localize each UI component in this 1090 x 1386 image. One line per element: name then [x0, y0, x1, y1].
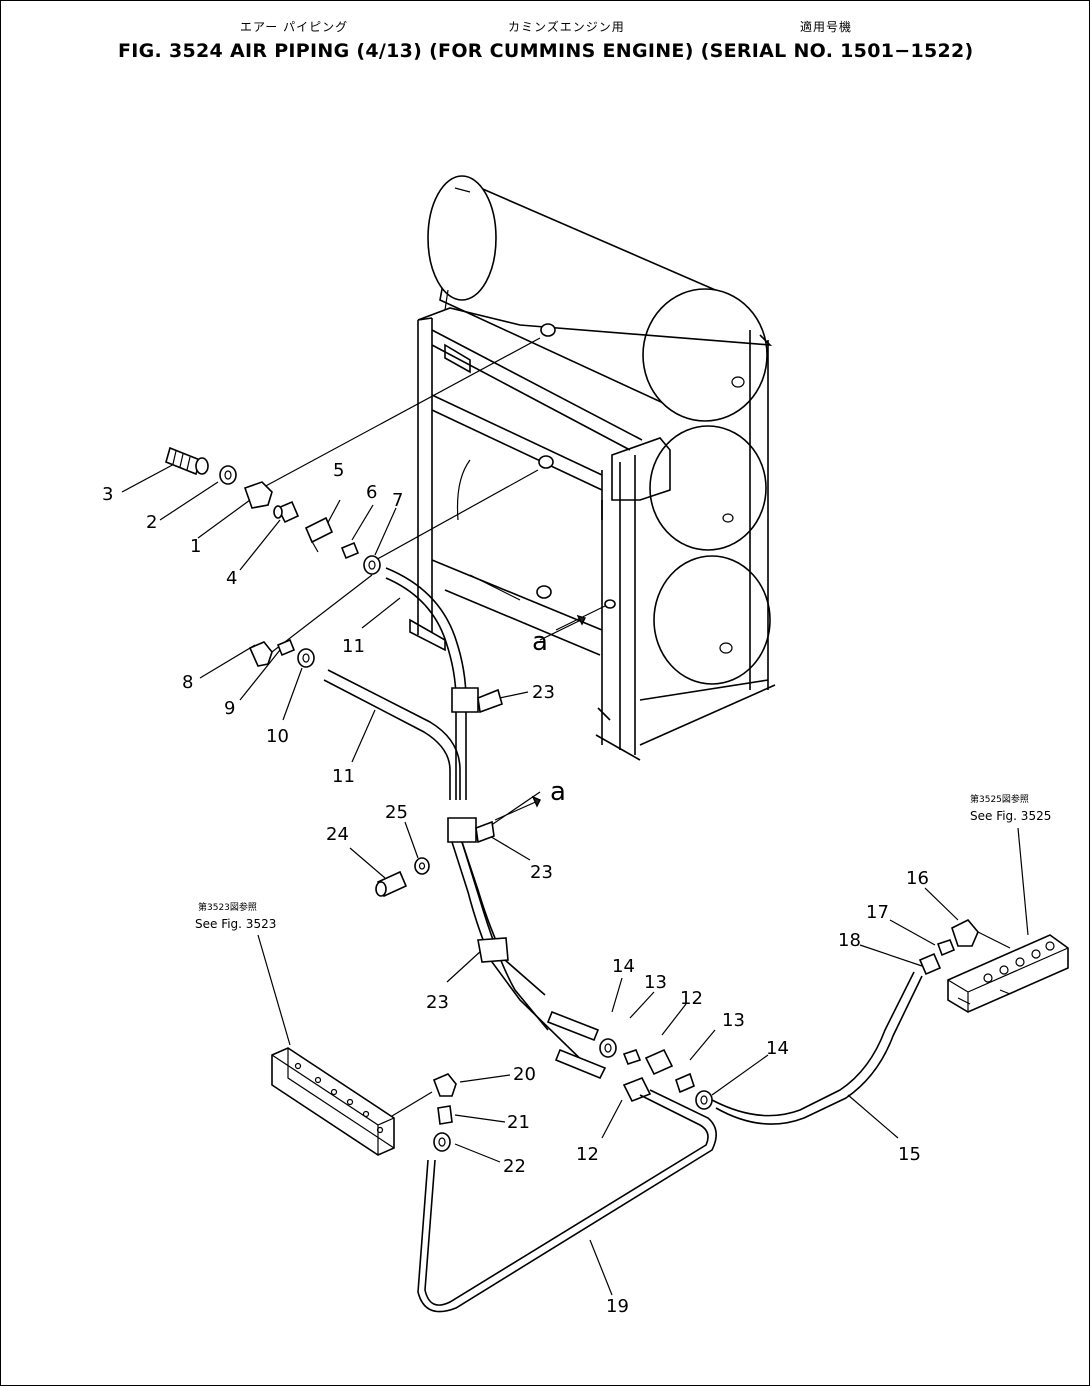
- air-tank-assembly: [409, 175, 776, 761]
- callout-15: 15: [898, 1144, 921, 1165]
- callout-16: 16: [906, 868, 929, 889]
- callout-23-upper: 23: [532, 682, 555, 703]
- callout-18: 18: [838, 930, 861, 951]
- callout-3: 3: [102, 484, 113, 505]
- reference-left-jp: 第3523図参照: [198, 901, 257, 913]
- japanese-title-serial: 適用号機: [800, 20, 853, 34]
- callout-22: 22: [503, 1156, 526, 1177]
- part-callouts: 3 2 1 4 5 6 7 8 9 10 11 11 23 23 23 24 2…: [102, 460, 929, 1317]
- callout-11-lower: 11: [332, 766, 355, 787]
- reference-right-jp: 第3525図参照: [970, 793, 1029, 805]
- callout-12-lower: 12: [576, 1144, 599, 1165]
- view-marker-a-upper: a: [532, 627, 548, 657]
- callout-4: 4: [226, 568, 237, 589]
- callout-12-upper: 12: [680, 988, 703, 1009]
- callout-23-middle: 23: [530, 862, 553, 883]
- callout-20: 20: [513, 1064, 536, 1085]
- japanese-title-air-piping: エアー パイピング: [240, 20, 349, 34]
- view-marker-a: a a: [494, 614, 587, 821]
- callout-14-left: 14: [612, 956, 635, 977]
- callout-8: 8: [182, 672, 193, 693]
- callout-1: 1: [190, 536, 201, 557]
- callout-14-right: 14: [766, 1038, 789, 1059]
- callout-24: 24: [326, 824, 349, 845]
- reference-right-text: See Fig. 3525: [970, 809, 1051, 823]
- callout-6: 6: [366, 482, 377, 503]
- right-manifold-block: [947, 934, 1069, 1013]
- callout-5: 5: [333, 460, 344, 481]
- callout-9: 9: [224, 698, 235, 719]
- pipe-11-assembly: [323, 567, 607, 1080]
- lower-fittings: [417, 919, 979, 1313]
- callout-23-lower: 23: [426, 992, 449, 1013]
- alignment-lines: [121, 337, 1029, 1296]
- callout-19: 19: [606, 1296, 629, 1317]
- reference-right: 第3525図参照 See Fig. 3525: [970, 793, 1051, 823]
- callout-7: 7: [392, 490, 403, 511]
- callout-25: 25: [385, 802, 408, 823]
- figure-title: FIG. 3524 AIR PIPING (4/13) (FOR CUMMINS…: [118, 40, 974, 62]
- japanese-title-cummins: カミンズエンジン用: [508, 20, 625, 34]
- callout-17: 17: [866, 902, 889, 923]
- callout-13-right: 13: [722, 1010, 745, 1031]
- callout-2: 2: [146, 512, 157, 533]
- reference-left-text: See Fig. 3523: [195, 917, 276, 931]
- left-manifold-block: [271, 1047, 395, 1156]
- view-marker-a-lower: a: [550, 777, 566, 807]
- callout-11-upper: 11: [342, 636, 365, 657]
- callout-13-left: 13: [644, 972, 667, 993]
- callout-21: 21: [507, 1112, 530, 1133]
- callout-10: 10: [266, 726, 289, 747]
- upper-fittings: [165, 446, 381, 668]
- reference-left: 第3523図参照 See Fig. 3523: [195, 901, 276, 931]
